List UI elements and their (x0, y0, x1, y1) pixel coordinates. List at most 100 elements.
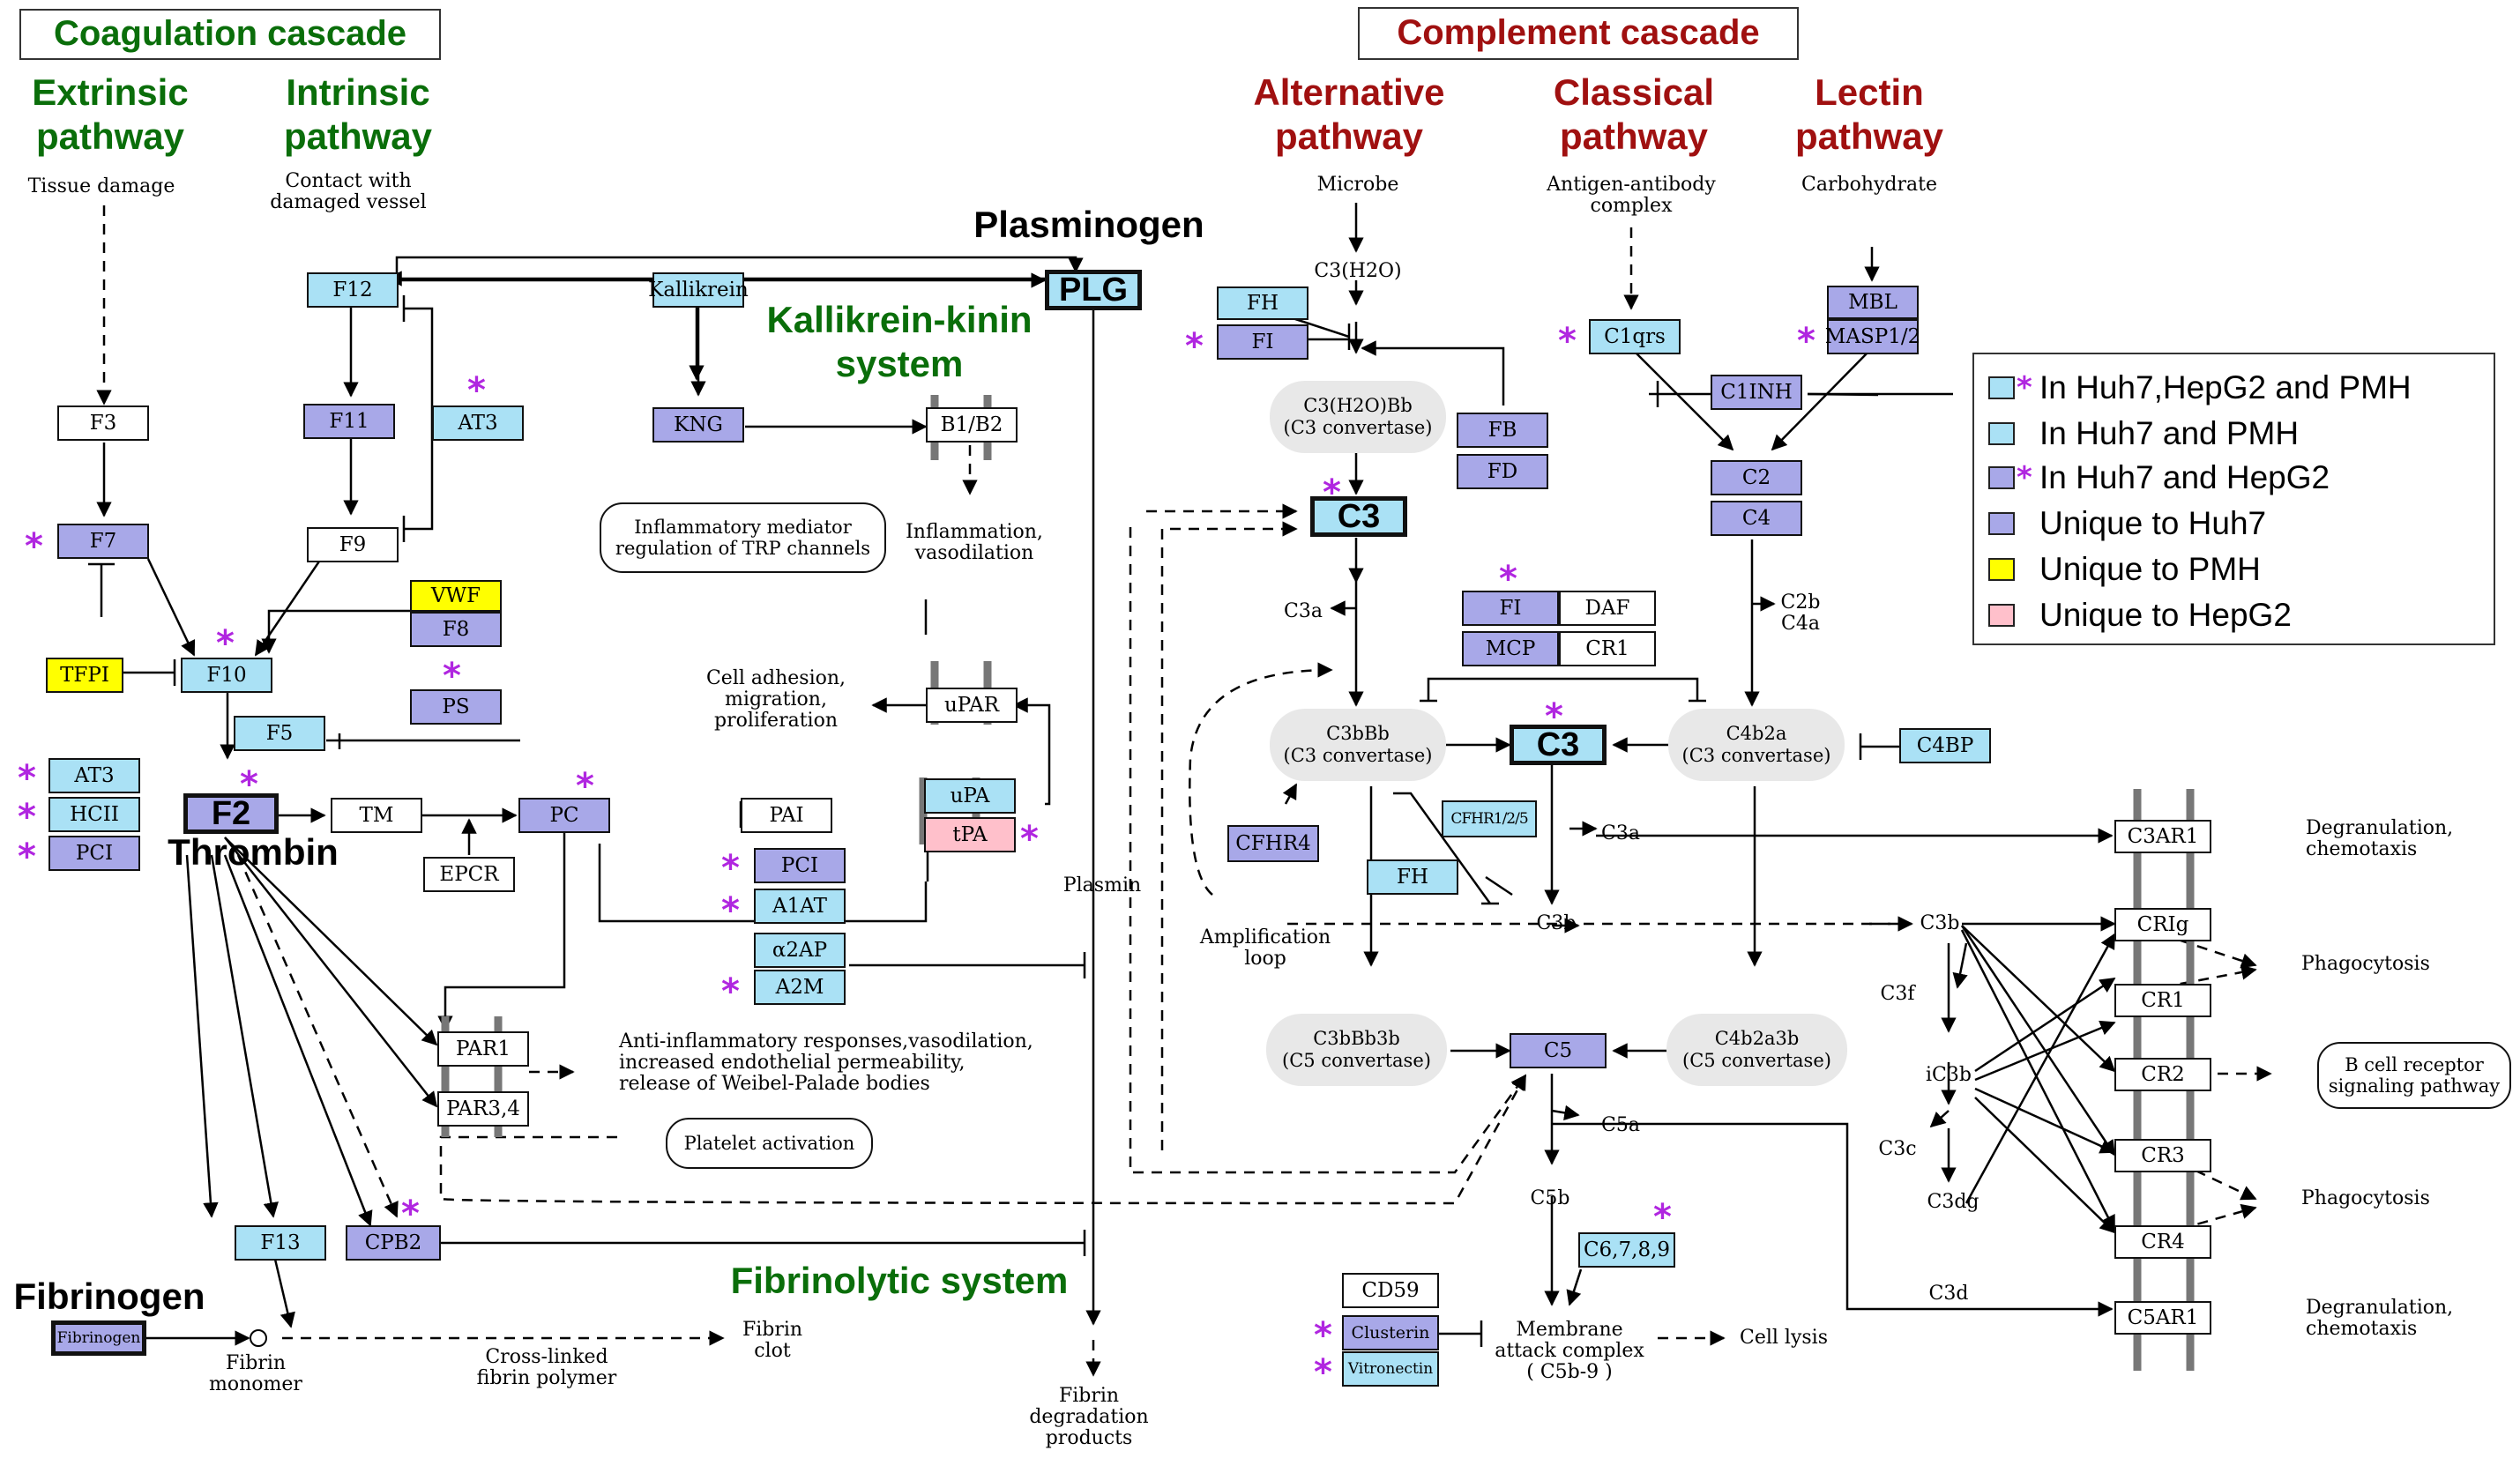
legend-row: Unique to HepG2 (1988, 597, 2292, 633)
fi-node-1[interactable]: FI (1217, 324, 1308, 360)
cr1-node-1[interactable]: CR1 (1559, 631, 1656, 666)
c3b-label-1: C3b (1536, 912, 1577, 934)
coagulation-cascade-heading: Coagulation cascade (19, 9, 441, 60)
fibrin-junction (250, 1329, 267, 1347)
legend-swatch (1988, 376, 2015, 399)
c2-node[interactable]: C2 (1711, 460, 1802, 495)
par1-node[interactable]: PAR1 (437, 1031, 529, 1067)
cd59-node[interactable]: CD59 (1342, 1273, 1439, 1308)
fh-node-2[interactable]: FH (1367, 859, 1458, 895)
cfhr4-node[interactable]: CFHR4 (1227, 825, 1319, 862)
fh-node-1[interactable]: FH (1217, 286, 1308, 320)
cr4-node[interactable]: CR4 (2114, 1225, 2211, 1259)
c3ar1-node[interactable]: C3AR1 (2114, 820, 2211, 853)
c6789-node[interactable]: C6,7,8,9 (1578, 1232, 1675, 1268)
pc-node[interactable]: PC (518, 798, 610, 833)
c5b-label: C5b (1530, 1187, 1570, 1209)
kng-node[interactable]: KNG (652, 407, 744, 443)
f7-node[interactable]: F7 (57, 524, 149, 559)
c5-node[interactable]: C5 (1510, 1033, 1607, 1068)
fd-node[interactable]: FD (1457, 454, 1548, 489)
degranulation-label-2: Degranulation,chemotaxis (2306, 1297, 2454, 1340)
f13-node[interactable]: F13 (235, 1225, 326, 1261)
cr2-node[interactable]: CR2 (2114, 1058, 2211, 1091)
complement-cascade-heading: Complement cascade (1358, 7, 1799, 60)
f11-node[interactable]: F11 (303, 404, 395, 439)
pci-node-2[interactable]: PCI (754, 848, 846, 883)
f5-node[interactable]: F5 (234, 716, 325, 751)
a2ap-node[interactable]: α2AP (754, 933, 846, 968)
at3-node-1[interactable]: AT3 (432, 405, 524, 441)
a2m-node[interactable]: A2M (754, 970, 846, 1005)
inflammation-label: Inflammation,vasodilation (906, 521, 1043, 564)
f3-node[interactable]: F3 (57, 405, 149, 441)
c5ar1-node[interactable]: C5AR1 (2114, 1301, 2211, 1335)
star-c1qrs: * (1558, 321, 1577, 361)
pci-node-1[interactable]: PCI (48, 836, 140, 871)
f2-node[interactable]: F2 (183, 793, 279, 834)
star-tpa: * (1020, 819, 1039, 859)
legend-row: In Huh7 and PMH (1988, 415, 2300, 451)
vwf-node[interactable]: VWF (410, 580, 502, 612)
c1inh-node[interactable]: C1INH (1711, 375, 1802, 410)
star-c3-2: * (1545, 696, 1563, 737)
ps-node[interactable]: PS (410, 689, 502, 725)
crig-node[interactable]: CRIg (2114, 908, 2211, 941)
cfhr125-node[interactable]: CFHR1/2/5 (1442, 800, 1537, 837)
c3h2o-label: C3(H2O) (1314, 260, 1402, 282)
f8-node[interactable]: F8 (410, 612, 502, 647)
kallikrein-node[interactable]: Kallikrein (648, 272, 749, 308)
f10-node[interactable]: F10 (181, 658, 272, 693)
c1qrs-node[interactable]: C1qrs (1589, 319, 1681, 354)
cpb2-node[interactable]: CPB2 (346, 1225, 441, 1261)
star-at3-1: * (467, 370, 486, 411)
plg-node[interactable]: PLG (1045, 270, 1142, 310)
upa-node[interactable]: uPA (924, 778, 1016, 814)
upar-node[interactable]: uPAR (926, 688, 1018, 723)
f9-node[interactable]: F9 (307, 527, 399, 562)
hcii-node[interactable]: HCII (48, 797, 140, 832)
at3-node-2[interactable]: AT3 (48, 758, 140, 793)
legend-swatch (1988, 422, 2015, 445)
cr3-node[interactable]: CR3 (2114, 1139, 2211, 1172)
legend-swatch (1988, 466, 2015, 489)
plasminogen-heading: Plasminogen (973, 204, 1204, 245)
c4b2a-convertase: C4b2a(C3 convertase) (1668, 709, 1845, 781)
star-pci-1: * (18, 837, 36, 877)
a1at-node[interactable]: A1AT (754, 889, 846, 924)
mcp-node[interactable]: MCP (1462, 631, 1559, 666)
c4-node[interactable]: C4 (1711, 501, 1802, 536)
masp-node[interactable]: MASP1/2 (1825, 319, 1920, 354)
f12-node[interactable]: F12 (307, 272, 399, 308)
tm-node[interactable]: TM (331, 798, 422, 833)
pai-node[interactable]: PAI (741, 798, 832, 833)
par34-node[interactable]: PAR3,4 (437, 1091, 529, 1127)
star-f7: * (25, 526, 43, 567)
fi-node-2[interactable]: FI (1462, 591, 1559, 626)
c3-node-2[interactable]: C3 (1510, 725, 1607, 765)
clusterin-node[interactable]: Clusterin (1342, 1315, 1439, 1350)
vitronectin-node[interactable]: Vitronectin (1342, 1351, 1439, 1387)
cell-adhesion-label: Cell adhesion,migration,proliferation (705, 667, 846, 732)
epcr-node[interactable]: EPCR (423, 857, 515, 892)
legend-label: In Huh7 and PMH (2039, 415, 2300, 451)
fibrinogen-node[interactable]: Fibrinogen (51, 1320, 146, 1356)
cr1-node-2[interactable]: CR1 (2114, 984, 2211, 1017)
daf-node[interactable]: DAF (1559, 591, 1656, 626)
tfpi-node[interactable]: TFPI (46, 658, 123, 693)
mbl-node[interactable]: MBL (1827, 286, 1919, 319)
plasmin-label: Plasmin (1062, 874, 1142, 896)
c3-node-1[interactable]: C3 (1310, 496, 1407, 537)
c4bp-node[interactable]: C4BP (1899, 728, 1991, 763)
star-fi-2: * (1499, 559, 1517, 599)
c3dg-label: C3dg (1927, 1191, 1979, 1213)
b1b2-node[interactable]: B1/B2 (926, 407, 1018, 443)
tpa-node[interactable]: tPA (924, 817, 1016, 852)
c3a-label-1: C3a (1284, 600, 1323, 622)
fb-node[interactable]: FB (1457, 413, 1548, 448)
star-f10: * (216, 623, 235, 664)
legend-star: * (2017, 460, 2032, 495)
